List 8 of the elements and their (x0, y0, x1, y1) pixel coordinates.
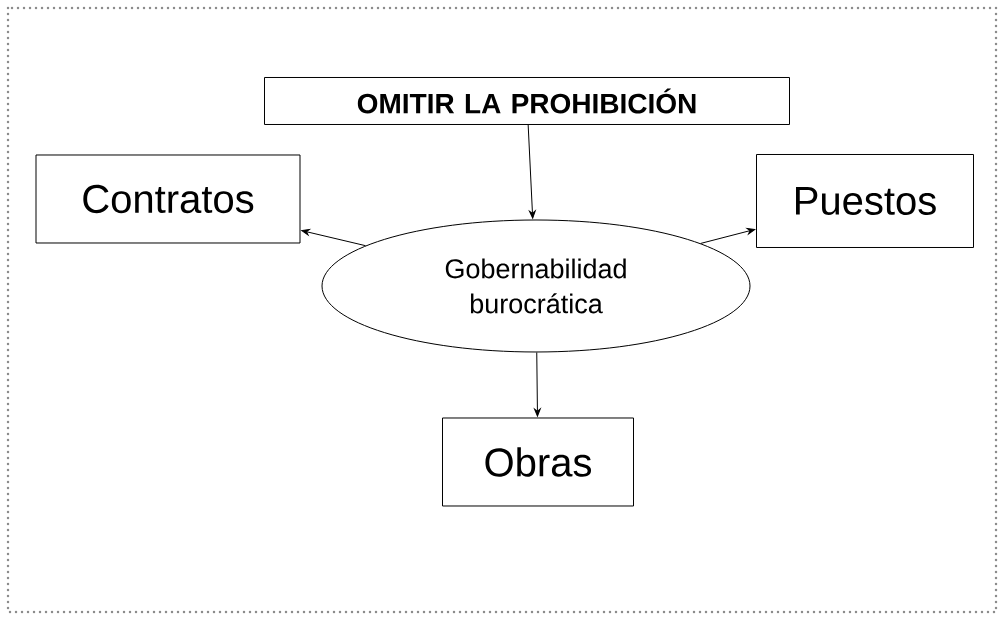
arrow (301, 228, 366, 247)
text-box: Contratos (35, 154, 301, 244)
text-box: Obras (442, 417, 634, 507)
arrow (534, 352, 541, 417)
text-box: Puestos (756, 154, 974, 248)
arrow (527, 124, 536, 219)
arrow (700, 227, 756, 244)
text-box: OMITIR LA PROHIBICIÓN (264, 77, 790, 125)
